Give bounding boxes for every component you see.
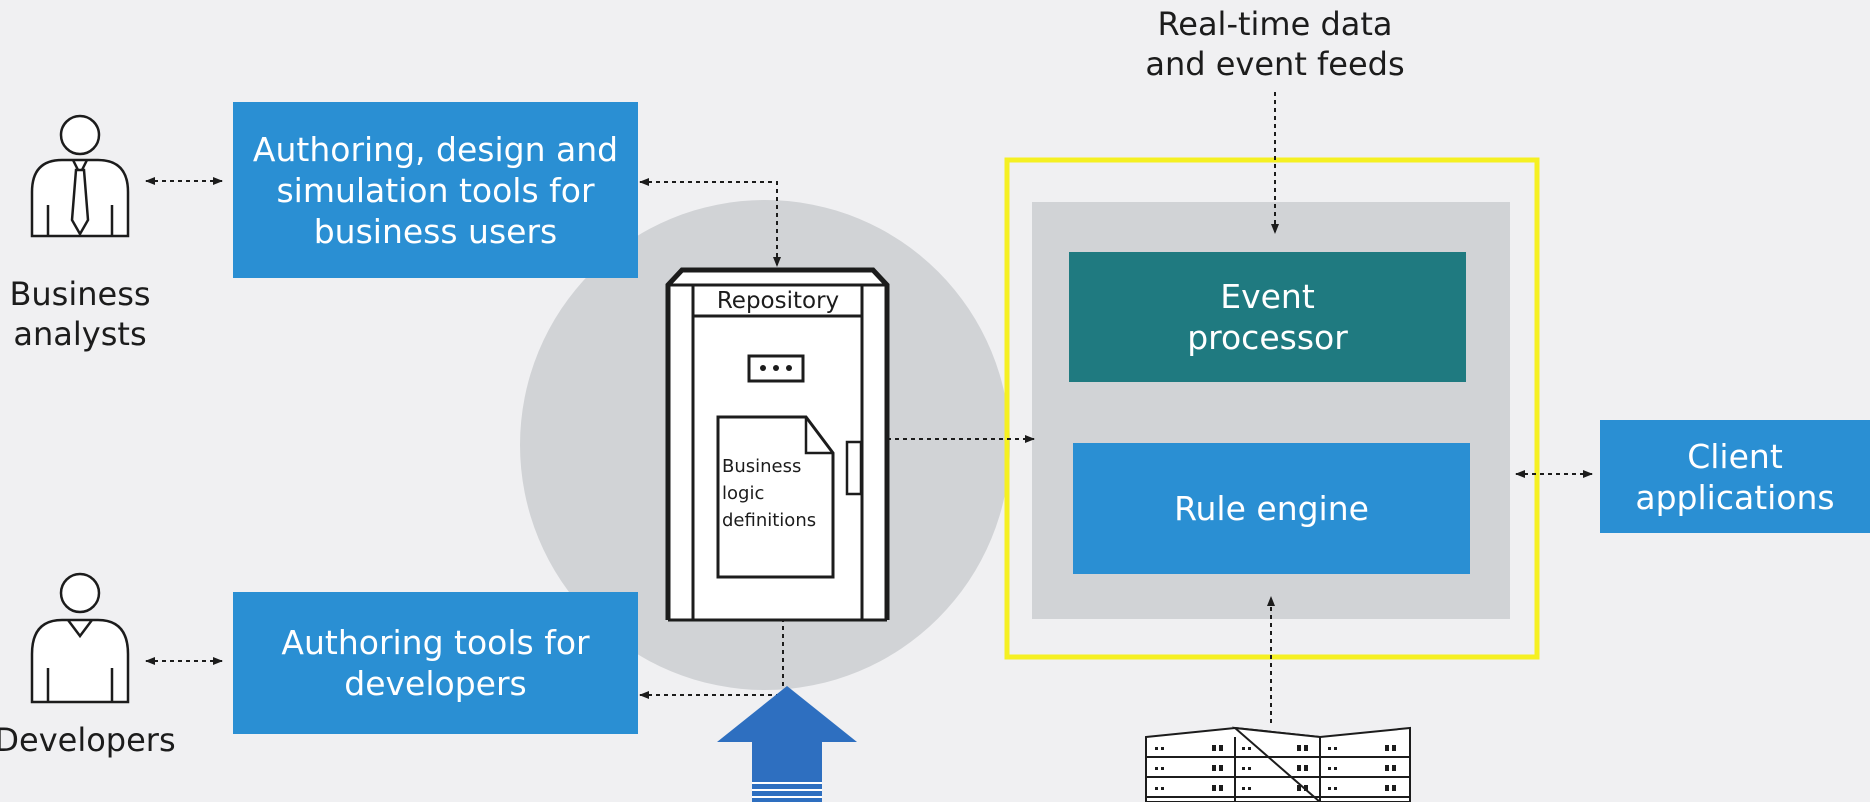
business-analyst-icon	[30, 114, 130, 238]
upload-arrow-icon	[717, 686, 857, 802]
business-logic-definitions-label: Business logic definitions	[722, 456, 817, 531]
data-store-server-icon	[1145, 726, 1411, 802]
developer-tools-box: Authoring tools for developers	[233, 592, 638, 734]
developer-icon	[30, 572, 130, 704]
realtime-feeds-label: Real-time data and event feeds	[1145, 5, 1405, 83]
connector-business-tools-repository	[639, 178, 781, 267]
repository-label: Repository	[716, 288, 840, 314]
rule-engine-box: Rule engine	[1073, 443, 1470, 574]
developers-label: Developers	[0, 721, 176, 759]
event-processor-box: Event processor	[1069, 252, 1466, 382]
business-tools-box: Authoring, design and simulation tools f…	[233, 102, 638, 278]
repository-cabinet-icon	[665, 267, 890, 622]
business-analysts-label: Business analysts	[9, 275, 151, 353]
client-applications-box: Client applications	[1600, 420, 1870, 533]
